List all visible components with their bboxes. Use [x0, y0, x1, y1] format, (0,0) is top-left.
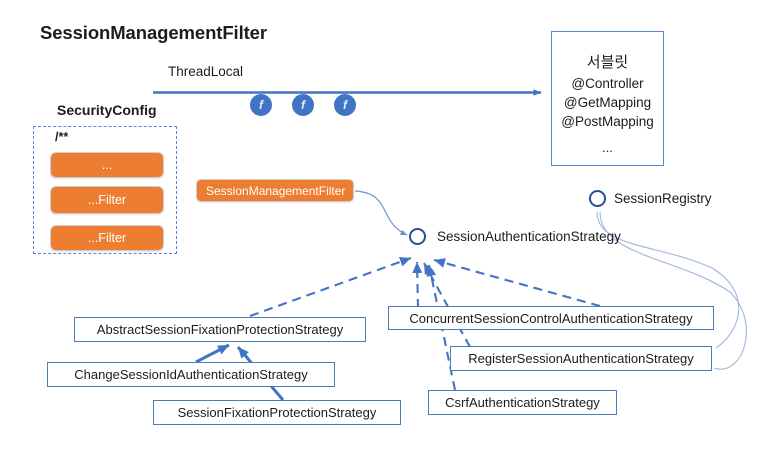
session-authentication-strategy-icon [409, 228, 426, 245]
class-box-csrf-authentication-strategy[interactable]: CsrfAuthenticationStrategy [428, 390, 617, 415]
servlet-annotation-postmapping: @PostMapping [561, 114, 654, 129]
servlet-box: 서블릿 @Controller @GetMapping @PostMapping… [551, 31, 664, 166]
servlet-annotation-controller: @Controller [571, 76, 644, 91]
servlet-annotation-getmapping: @GetMapping [563, 95, 652, 110]
path-pattern-label: /** [55, 130, 69, 144]
session-authentication-strategy-label: SessionAuthenticationStrategy [437, 229, 621, 244]
session-registry-icon [589, 190, 606, 207]
filter-bubble-2: f [292, 94, 314, 116]
class-box-register-session-authentication-strategy[interactable]: RegisterSessionAuthenticationStrategy [450, 346, 712, 371]
servlet-title: 서블릿 [586, 54, 629, 71]
session-management-filter-chip[interactable]: SessionManagementFilter [196, 179, 354, 202]
class-box-abstract-session-fixation-protection-strategy[interactable]: AbstractSessionFixationProtectionStrateg… [74, 317, 366, 342]
page-title: SessionManagementFilter [40, 22, 267, 43]
thread-local-label: ThreadLocal [168, 64, 244, 79]
class-box-change-session-id-authentication-strategy[interactable]: ChangeSessionIdAuthenticationStrategy [47, 362, 335, 387]
class-box-session-fixation-protection-strategy[interactable]: SessionFixationProtectionStrategy [153, 400, 401, 425]
filter-bubble-3: f [334, 94, 356, 116]
filter-chip-ellipsis[interactable]: ... [50, 152, 164, 178]
class-box-concurrent-session-control-authentication-strategy[interactable]: ConcurrentSessionControlAuthenticationSt… [388, 306, 714, 330]
security-config-caption: SecurityConfig [57, 102, 157, 118]
filter-bubble-1: f [250, 94, 272, 116]
filter-chip-2[interactable]: ...Filter [50, 225, 164, 251]
servlet-ellipsis: ... [602, 140, 613, 155]
session-registry-label: SessionRegistry [614, 191, 712, 206]
security-config-group [33, 126, 177, 254]
filter-chip-1[interactable]: ...Filter [50, 186, 164, 214]
